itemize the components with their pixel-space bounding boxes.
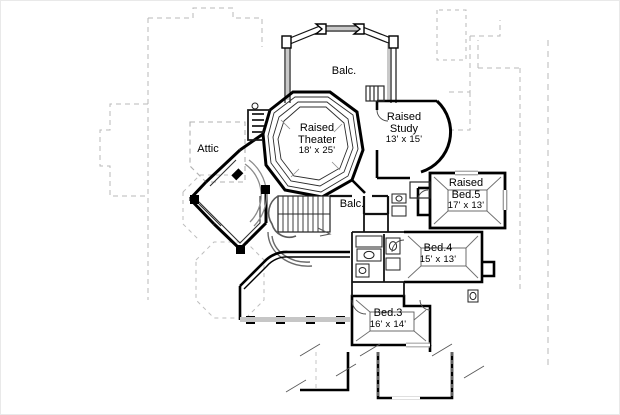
window-marks: [392, 171, 507, 400]
room-label-bed4: Bed.4 15' x 13': [410, 242, 466, 265]
porch-roof-outline: [195, 241, 265, 319]
study-name-line2: Study: [389, 122, 419, 135]
upper-small-rooms: [365, 85, 431, 199]
room-label-attic: Attic: [180, 143, 236, 156]
porch-roof: [238, 250, 350, 322]
middle-balcony-walls: [330, 194, 390, 216]
upper-balcony-railing: [281, 23, 399, 103]
left-wing-inner: [195, 159, 261, 244]
leader-lines: [285, 343, 485, 393]
ceiling-tray-inner: [369, 189, 488, 332]
porch-beam: [240, 317, 350, 322]
bath-fixtures: [355, 193, 479, 303]
bed3-dimensions: 16' x 14': [369, 318, 407, 330]
balcony-upper-name: Balc.: [331, 65, 357, 77]
door-swings: [351, 109, 431, 315]
theater-alcove: [247, 102, 270, 141]
window-sills: [406, 170, 508, 348]
bed5-name-line2: Bed.5: [451, 188, 481, 201]
bed3-name: Bed.3: [373, 307, 403, 319]
balcony-label-middle: Balc.: [328, 198, 376, 211]
theater-name-line2: Theater: [298, 133, 336, 146]
bath-partitions: [351, 214, 405, 296]
left-wing-posts: [190, 168, 270, 254]
ceiling-tray-corners: [355, 176, 502, 342]
theater-name-line1: Raised: [299, 122, 335, 134]
left-roof-spur: [182, 174, 236, 242]
study-name-line1: Raised: [386, 111, 422, 123]
roof-outline-dashed: [99, 7, 549, 370]
study-dimensions: 13' x 15': [385, 134, 423, 146]
theater-dimensions: 18' x 25': [298, 145, 336, 157]
balcony-middle-name: Balc.: [339, 198, 365, 210]
bed5-dimensions: 17' x 13': [447, 200, 485, 212]
room-label-bed3: Bed.3 16' x 14': [360, 307, 416, 330]
balcony-label-upper: Balc.: [320, 65, 368, 78]
theater-corner-ticks: [280, 119, 343, 178]
attic-outline: [189, 121, 246, 183]
bed4-name: Bed.4: [423, 242, 453, 254]
bed5-name-line1: Raised: [448, 177, 484, 189]
room-label-raised-study: Raised Study 13' x 15': [373, 111, 435, 146]
attic-name: Attic: [197, 143, 219, 155]
room-label-raised-bed5: Raised Bed.5 17' x 13': [436, 177, 496, 212]
bottom-guides: [315, 352, 453, 398]
staircase: [267, 195, 332, 239]
theater-ceiling-tray: [267, 96, 359, 193]
bed4-dimensions: 15' x 13': [419, 253, 457, 265]
room-label-raised-theater: Raised Theater 18' x 25': [277, 122, 357, 157]
